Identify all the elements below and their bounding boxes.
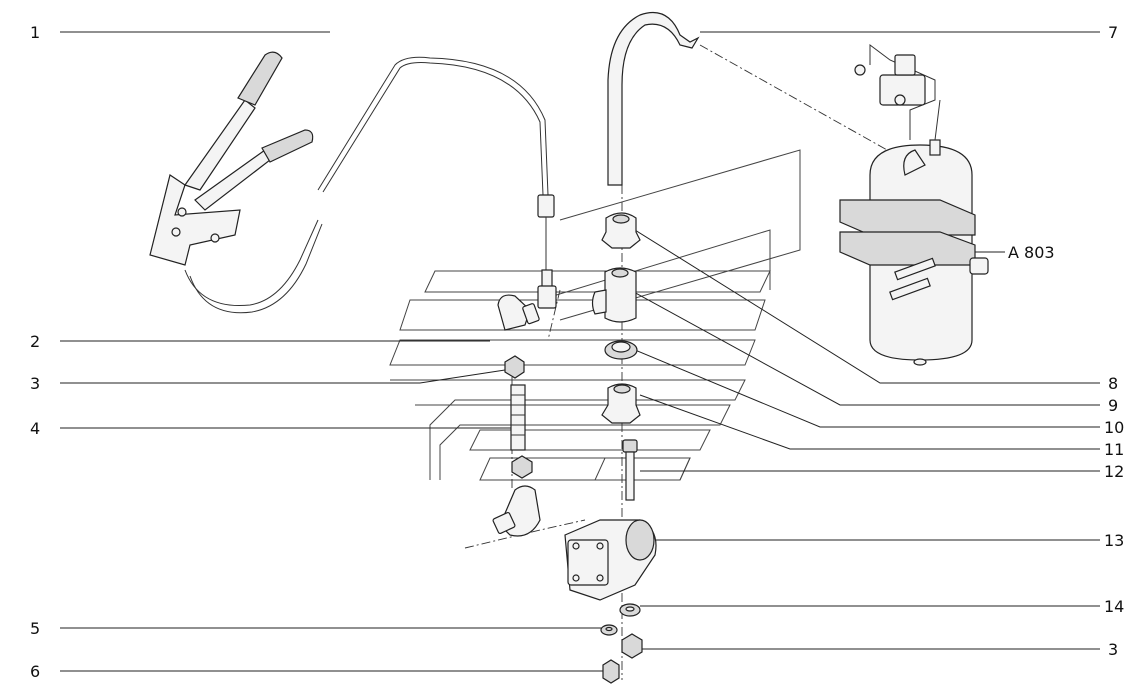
center-axes <box>464 44 906 680</box>
callout-1: 1 <box>30 23 40 42</box>
bolt-12 <box>622 439 638 501</box>
leader-lines <box>60 31 1100 672</box>
washer-10 <box>604 340 638 360</box>
callout-11: 11 <box>1104 440 1124 459</box>
callout-6: 6 <box>30 662 40 681</box>
threaded-rod-4 <box>510 384 533 479</box>
valve-body-13 <box>564 519 657 601</box>
fitting-11 <box>601 383 641 424</box>
callout-labels: 1 2 3 4 5 6 7 8 9 10 11 12 13 14 3 A 803 <box>30 23 1124 681</box>
tank-label: A 803 <box>1008 243 1055 262</box>
nut-3-lower <box>621 633 643 659</box>
background-frames <box>389 149 801 481</box>
callout-4: 4 <box>30 419 40 438</box>
callout-12: 12 <box>1104 462 1124 481</box>
elbow-fitting-2 <box>497 294 540 331</box>
cable-end-fittings <box>537 194 557 309</box>
hand-lever-assembly <box>149 51 549 314</box>
fitting-8 <box>601 212 641 249</box>
nut-3 <box>504 355 525 379</box>
callout-5: 5 <box>30 619 40 638</box>
callout-3-right: 3 <box>1108 640 1118 659</box>
callout-10: 10 <box>1104 418 1124 437</box>
lower-elbow-fitting <box>492 485 541 537</box>
callout-9: 9 <box>1108 396 1118 415</box>
washer-5 <box>600 624 618 636</box>
washer-14 <box>619 603 641 617</box>
callout-8: 8 <box>1108 374 1118 393</box>
callout-3: 3 <box>30 374 40 393</box>
callout-7: 7 <box>1108 23 1118 42</box>
bolt-6 <box>602 659 620 684</box>
tee-fitting-9 <box>591 267 637 323</box>
air-tank <box>839 44 989 366</box>
callout-2: 2 <box>30 332 40 351</box>
pipe-7 <box>607 11 700 186</box>
callout-13: 13 <box>1104 531 1124 550</box>
callout-14: 14 <box>1104 597 1124 616</box>
